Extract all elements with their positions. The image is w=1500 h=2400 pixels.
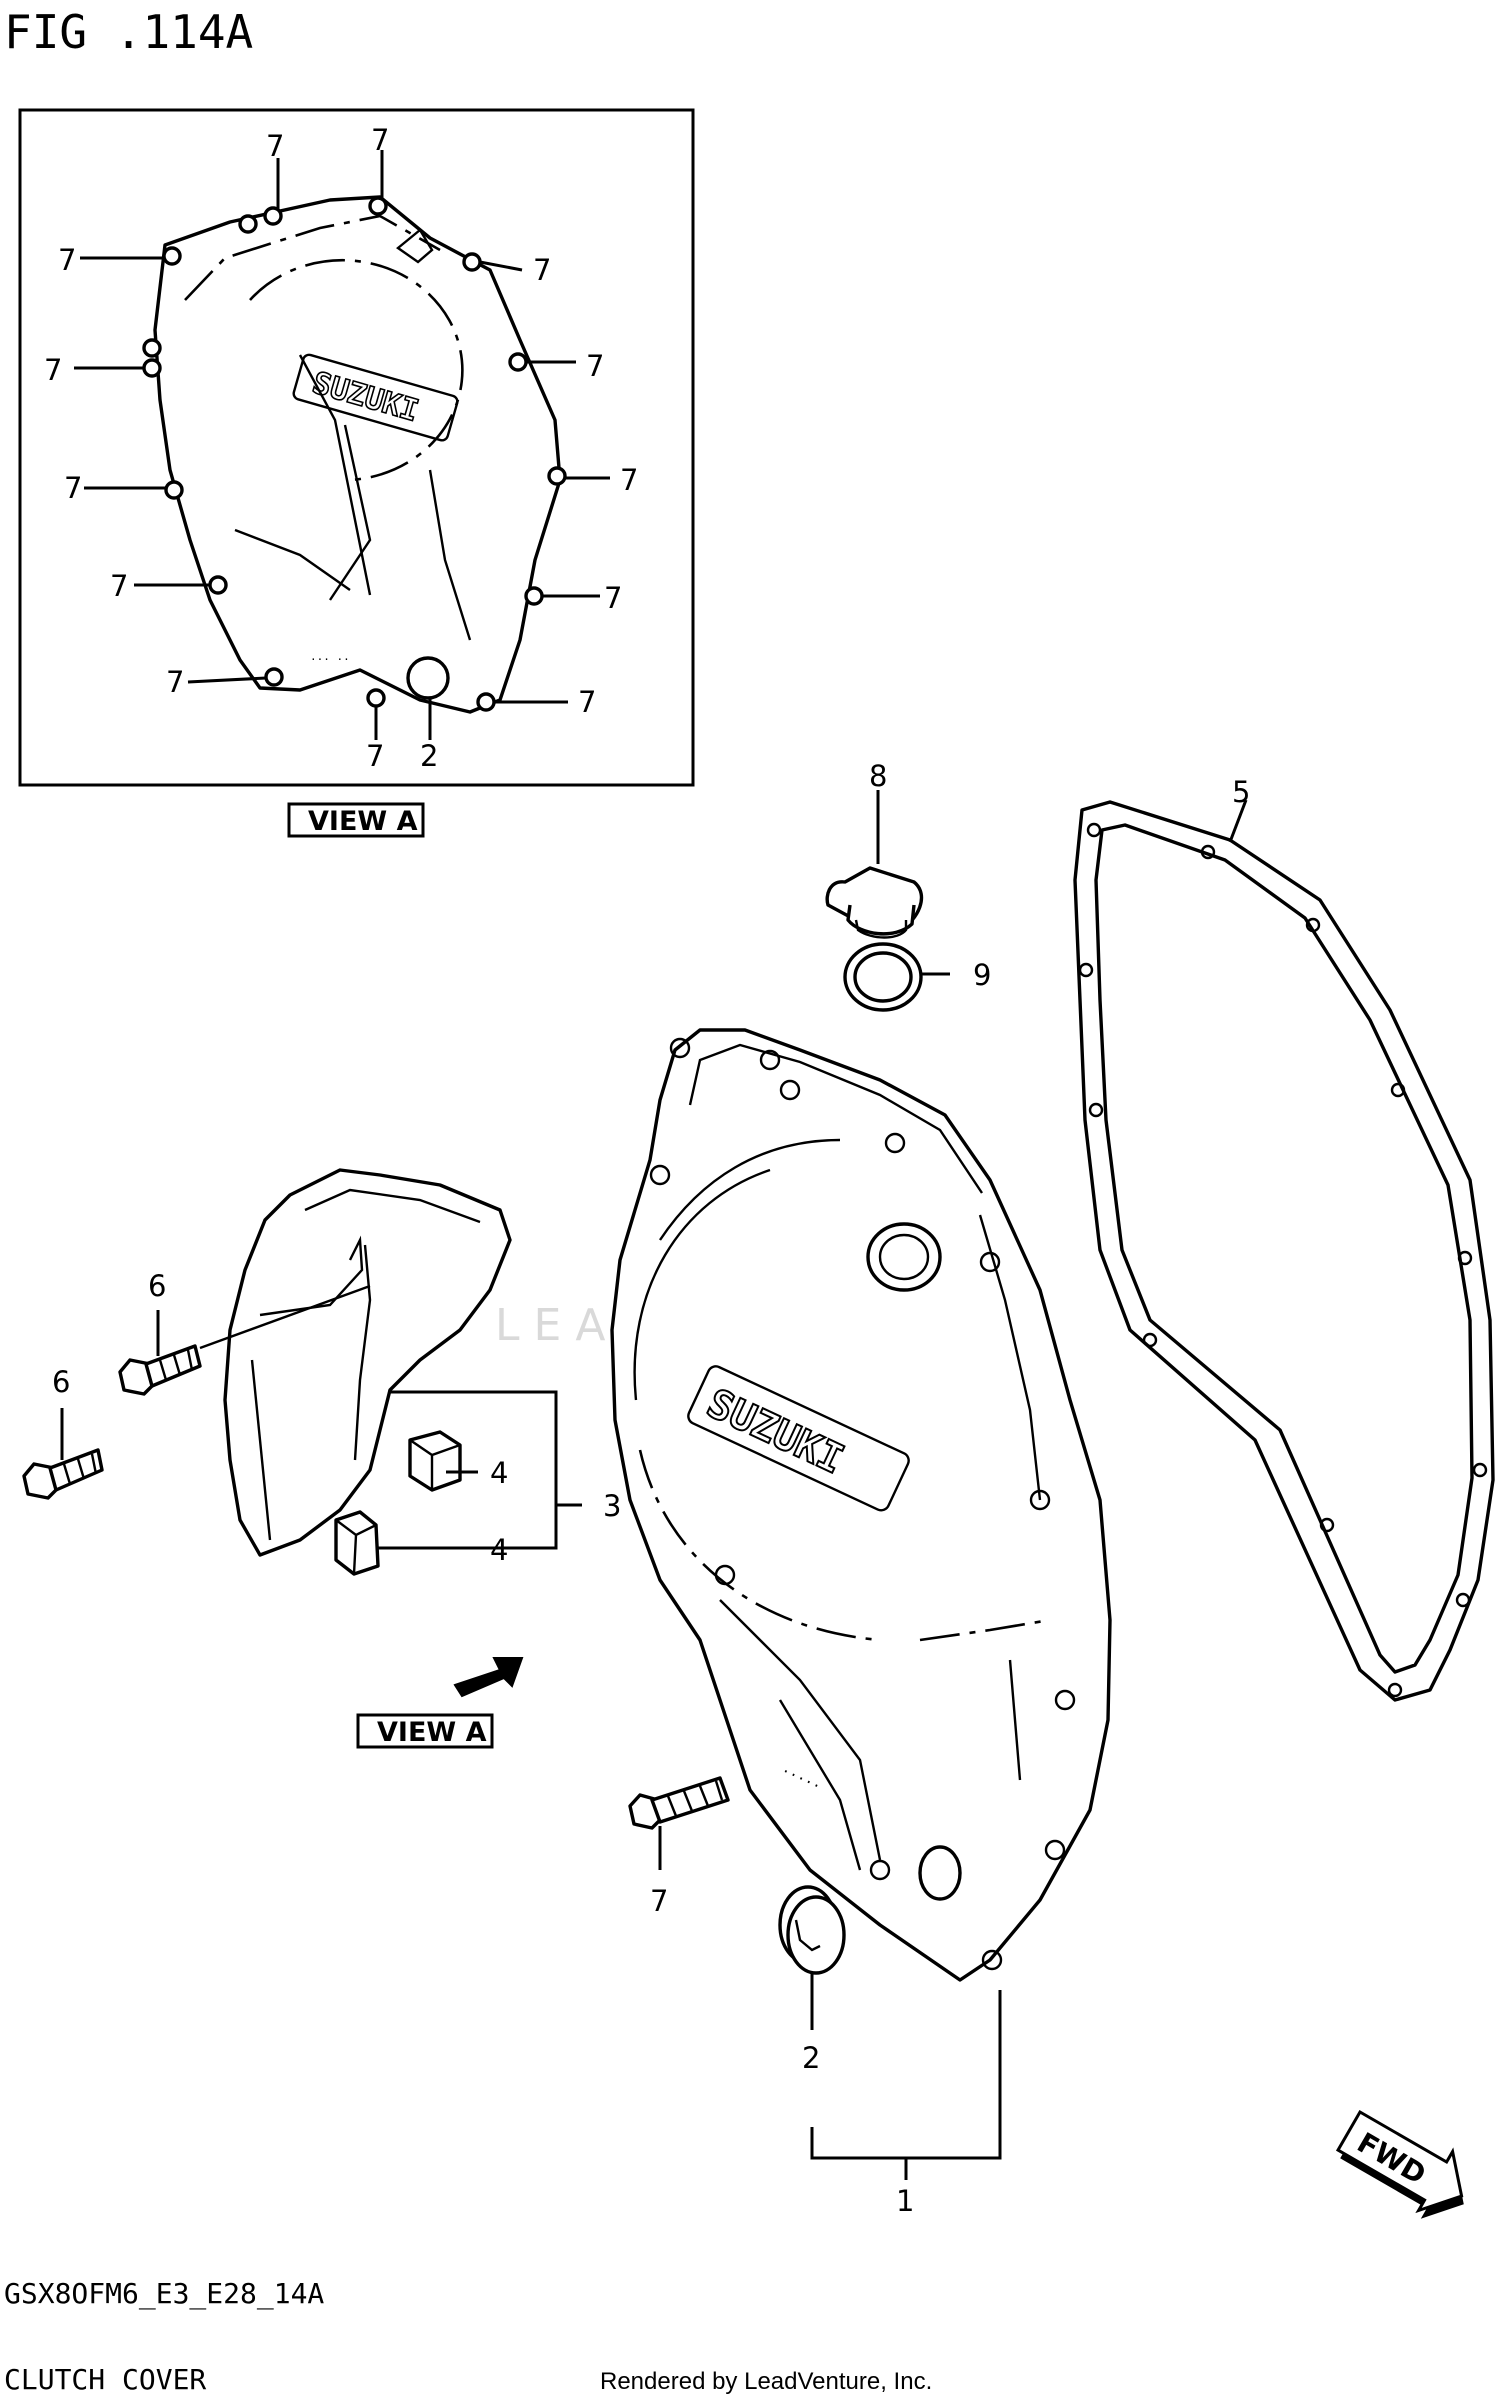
view-a-inset-frame [18,108,695,787]
callout-1: 1 [896,2184,914,2218]
render-credit: Rendered by LeadVenture, Inc. [600,2368,932,2395]
svg-text:··· ··: ··· ·· [310,653,350,666]
inset-clutch-cover: SUZUKI ··· ·· [153,195,562,714]
model-code: GSX8OFM6_E3_E28_14A [4,2277,324,2311]
inset-callout-7: 7 [64,471,82,505]
o-ring [843,942,923,1012]
view-a-arrow-label-box [356,1713,494,1749]
callout-9: 9 [973,958,991,992]
inset-callout-7: 7 [110,569,128,603]
clutch-cover: SUZUKI ····· [610,1028,1112,1982]
callout-4-lower: 4 [490,1533,508,1567]
gasket [1073,800,1495,1702]
view-a-arrow-label: VIEW A [377,1717,487,1748]
damper-lower [334,1510,380,1576]
damper-upper [408,1430,462,1492]
inset-callout-7: 7 [266,129,284,163]
clutch-guard [223,1168,512,1557]
inset-callout-7: 7 [166,665,184,699]
view-a-label-box [287,802,425,838]
fwd-arrow: FWD [1335,2109,1464,2219]
view-a-label: VIEW A [308,806,418,837]
callout-4-upper: 4 [490,1456,508,1490]
cover-bolt [628,1776,730,1830]
inset-callout-labels: 7 7 7 7 7 7 7 7 7 7 7 7 7 2 [44,123,638,773]
callout-2: 2 [802,2041,820,2075]
inset-callout-7: 7 [533,253,551,287]
inset-callout-7: 7 [371,123,389,157]
cap-plug [778,1885,846,1975]
callout-6-lower: 6 [52,1365,70,1399]
inset-callout-7: 7 [58,243,76,277]
callout-7: 7 [650,1884,668,1918]
callout-5: 5 [1232,775,1250,809]
inset-callout-7: 7 [44,353,62,387]
guard-bracket [368,1390,558,1550]
figure-title: FIG .114A [4,5,253,59]
figure-caption: CLUTCH COVER [4,2363,206,2396]
callout-6-upper: 6 [148,1269,166,1303]
view-direction-arrow [453,1657,524,1698]
callout-3: 3 [603,1489,621,1523]
inset-bolt-heads [142,196,567,712]
guard-bolt-lower [22,1448,104,1500]
inset-callout-7: 7 [586,349,604,383]
inset-callout-7: 7 [620,463,638,497]
inset-callout-7: 7 [366,739,384,773]
inset-callout-2: 2 [420,739,438,773]
inset-callout-7: 7 [578,685,596,719]
cover-bracket [810,1990,1002,2160]
inset-leaders [74,150,610,740]
oil-filler-cap [825,866,924,939]
guard-bolt-upper [118,1344,202,1396]
inset-callout-7: 7 [604,581,622,615]
callout-8: 8 [869,759,887,793]
gasket-leader [1228,799,1248,843]
